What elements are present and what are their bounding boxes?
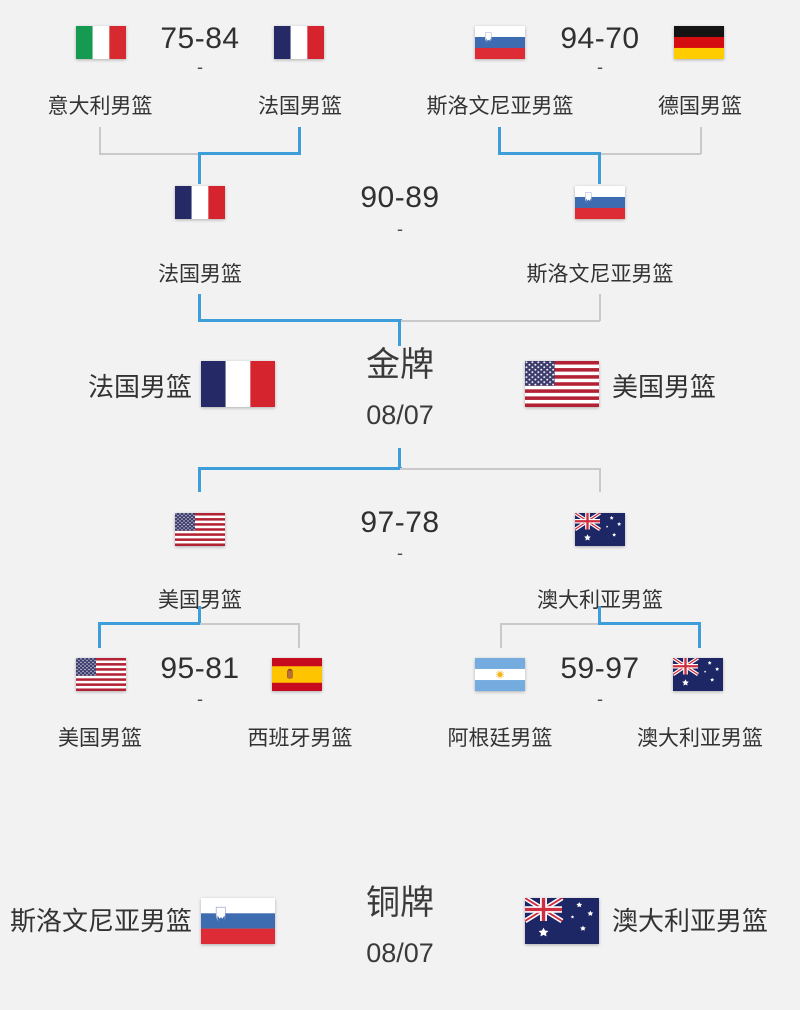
bracket-line: [400, 320, 600, 322]
bracket-line-winner: [498, 152, 601, 155]
flag-usa-icon[interactable]: [76, 658, 126, 691]
team-label[interactable]: 美国男篮: [158, 589, 242, 612]
team-label[interactable]: 澳大利亚男篮: [537, 589, 663, 612]
flag-spain-icon[interactable]: [272, 658, 322, 691]
flag-australia-icon[interactable]: [525, 898, 599, 944]
medal-date: 08/07: [366, 938, 434, 968]
bracket-line: [700, 127, 702, 154]
team-label[interactable]: 澳大利亚男篮: [612, 906, 769, 936]
match-score: 97-78: [360, 506, 440, 539]
bracket-line-winner: [198, 467, 201, 492]
bracket-line: [298, 623, 300, 648]
bracket-line-winner: [98, 622, 201, 625]
bracket-line: [99, 153, 200, 155]
team-label[interactable]: 意大利男篮: [47, 95, 153, 118]
bracket-line-winner: [598, 622, 701, 625]
bracket-line: [501, 623, 600, 625]
bracket-line: [400, 468, 600, 470]
team-label[interactable]: 阿根廷男篮: [447, 727, 553, 750]
team-label[interactable]: 美国男篮: [612, 372, 717, 402]
bracket-line: [599, 468, 601, 492]
score-separator: -: [397, 543, 403, 563]
bracket-line-winner: [198, 319, 402, 322]
flag-italy-icon[interactable]: [76, 26, 126, 59]
flag-france-icon[interactable]: [201, 361, 275, 407]
bracket-line-winner: [198, 606, 201, 625]
team-label[interactable]: 斯洛文尼亚男篮: [426, 95, 574, 118]
flag-slovenia-icon[interactable]: [575, 186, 625, 219]
team-label[interactable]: 德国男篮: [658, 95, 742, 118]
bracket-line-winner: [698, 622, 701, 648]
medal-title: 金牌: [366, 346, 434, 384]
match-score: 75-84: [160, 22, 240, 55]
score-separator: -: [397, 219, 403, 239]
team-label[interactable]: 法国男篮: [158, 263, 242, 286]
flag-slovenia-icon[interactable]: [201, 898, 275, 944]
team-label[interactable]: 斯洛文尼亚男篮: [9, 906, 192, 936]
match-score: 59-97: [560, 652, 640, 685]
bracket-line-winner: [498, 127, 501, 154]
match-score: 90-89: [360, 181, 440, 214]
bracket-line: [600, 153, 701, 155]
bracket-line: [500, 623, 502, 648]
score-separator: -: [597, 689, 603, 709]
team-label[interactable]: 斯洛文尼亚男篮: [526, 263, 674, 286]
bracket-line: [99, 127, 101, 154]
flag-slovenia-icon[interactable]: [475, 26, 525, 59]
match-score: 95-81: [160, 652, 240, 685]
bracket-line-winner: [398, 319, 401, 346]
team-label[interactable]: 澳大利亚男篮: [637, 727, 763, 750]
score-separator: -: [197, 57, 203, 77]
medal-date: 08/07: [366, 400, 434, 430]
flag-france-icon[interactable]: [175, 186, 225, 219]
bracket-line-winner: [298, 127, 301, 154]
flag-australia-icon[interactable]: [673, 658, 723, 691]
bracket-line-winner: [198, 294, 201, 322]
bracket-line-winner: [198, 152, 301, 155]
flag-germany-icon[interactable]: [674, 26, 724, 59]
bracket-line-winner: [198, 467, 402, 470]
bracket-line: [200, 623, 299, 625]
bracket-line-winner: [598, 606, 601, 625]
bracket-line-winner: [98, 622, 101, 648]
bracket-line: [599, 294, 601, 321]
match-score: 94-70: [560, 22, 640, 55]
score-separator: -: [197, 689, 203, 709]
team-label[interactable]: 法国男篮: [258, 95, 342, 118]
flag-usa-icon[interactable]: [175, 513, 225, 546]
flag-france-icon[interactable]: [274, 26, 324, 59]
score-separator: -: [597, 57, 603, 77]
team-label[interactable]: 法国男篮: [87, 372, 192, 402]
medal-title: 铜牌: [366, 884, 434, 922]
flag-usa-icon[interactable]: [525, 361, 599, 407]
team-label[interactable]: 西班牙男篮: [247, 727, 353, 750]
flag-argentina-icon[interactable]: [475, 658, 525, 691]
bracket-line-winner: [198, 152, 201, 184]
bracket-line-winner: [398, 448, 401, 470]
flag-australia-icon[interactable]: [575, 513, 625, 546]
bracket-line-winner: [598, 152, 601, 184]
team-label[interactable]: 美国男篮: [58, 727, 142, 750]
